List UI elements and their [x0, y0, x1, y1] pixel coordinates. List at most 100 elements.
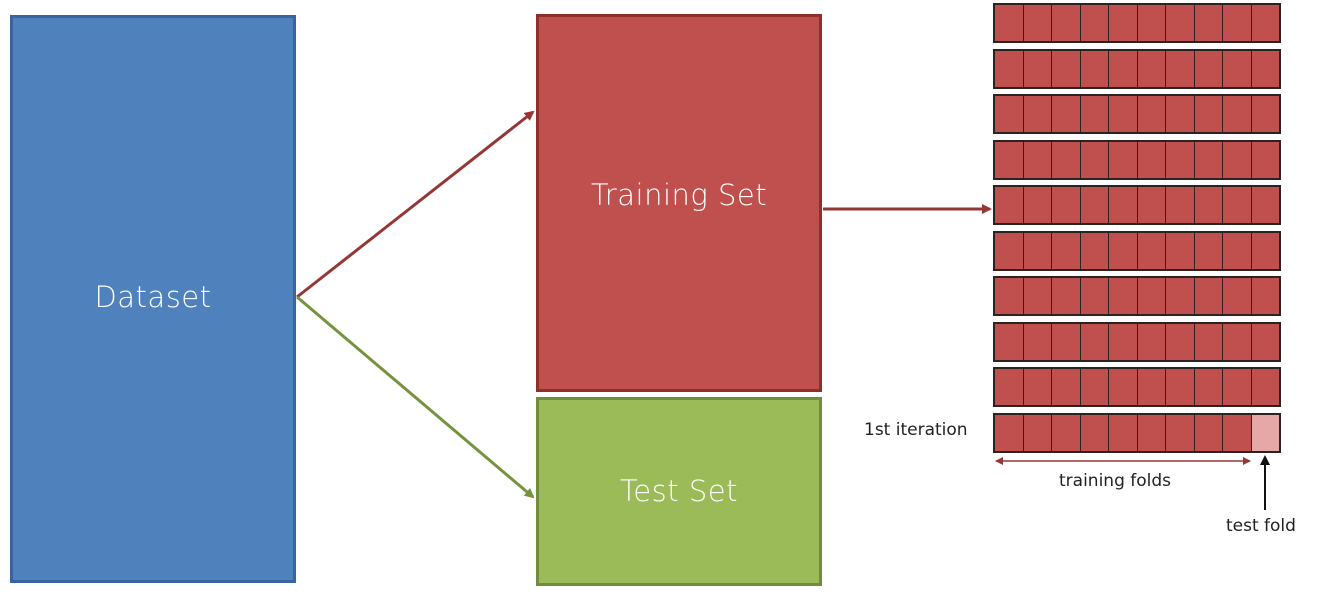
fold-cell — [1080, 187, 1109, 223]
training-set-box: Training Set — [536, 14, 822, 392]
fold-cell — [1052, 5, 1081, 41]
fold-cell — [1166, 323, 1195, 360]
fold-row-8 — [993, 321, 1281, 362]
fold-cell — [995, 96, 1024, 132]
fold-cell — [995, 50, 1024, 87]
fold-cell — [1166, 96, 1195, 132]
fold-cell — [1080, 96, 1109, 132]
fold-cell — [1194, 414, 1223, 451]
fold-cell — [1080, 278, 1109, 314]
fold-cell — [1080, 232, 1109, 269]
fold-cell — [1080, 369, 1109, 405]
fold-cell — [1052, 187, 1081, 223]
fold-cell — [1223, 96, 1252, 132]
fold-cell — [1109, 5, 1138, 41]
fold-cell — [1109, 96, 1138, 132]
test-set-box: Test Set — [536, 397, 822, 586]
fold-cell — [1194, 96, 1223, 132]
fold-cell — [1052, 96, 1081, 132]
fold-cell — [1137, 414, 1166, 451]
fold-cell — [995, 278, 1024, 314]
fold-cell — [1023, 141, 1052, 178]
test-set-label: Test Set — [620, 473, 738, 508]
fold-cell — [1052, 232, 1081, 269]
fold-cell — [1194, 278, 1223, 314]
fold-row-5 — [993, 185, 1281, 225]
fold-cell — [1223, 278, 1252, 314]
fold-cell — [1223, 369, 1252, 405]
fold-cell — [1052, 414, 1081, 451]
fold-row-10 — [993, 412, 1281, 453]
fold-row-1 — [993, 3, 1281, 43]
fold-cell — [1223, 141, 1252, 178]
fold-cell — [1023, 278, 1052, 314]
fold-cell — [1052, 323, 1081, 360]
fold-cell — [1109, 414, 1138, 451]
fold-cell — [1194, 369, 1223, 405]
fold-cell — [1251, 278, 1279, 314]
fold-cell — [1251, 323, 1279, 360]
fold-cell — [1137, 141, 1166, 178]
first-iteration-label: 1st iteration — [864, 420, 968, 440]
fold-cell — [1137, 50, 1166, 87]
fold-cell — [1194, 323, 1223, 360]
fold-cell — [1023, 5, 1052, 41]
fold-cell — [1023, 187, 1052, 223]
fold-cell — [1080, 5, 1109, 41]
fold-cell — [1166, 50, 1195, 87]
fold-cell — [1251, 96, 1279, 132]
fold-row-2 — [993, 48, 1281, 89]
fold-cell — [1223, 323, 1252, 360]
fold-cell — [1137, 187, 1166, 223]
arrow-dataset-to-test — [296, 295, 535, 499]
fold-cell — [1052, 50, 1081, 87]
fold-cell — [1166, 141, 1195, 178]
fold-cell — [995, 187, 1024, 223]
fold-cell — [1194, 5, 1223, 41]
fold-cell — [1052, 369, 1081, 405]
fold-cell — [995, 232, 1024, 269]
fold-cell — [995, 5, 1024, 41]
fold-cell — [1109, 141, 1138, 178]
fold-cell — [1251, 141, 1279, 178]
fold-cell — [1223, 5, 1252, 41]
fold-cell — [1137, 323, 1166, 360]
fold-cell — [1223, 414, 1252, 451]
fold-row-4 — [993, 139, 1281, 180]
fold-cell — [1137, 369, 1166, 405]
cross-validation-folds-grid — [993, 3, 1281, 453]
fold-cell — [995, 141, 1024, 178]
fold-cell — [1080, 50, 1109, 87]
fold-cell — [1166, 369, 1195, 405]
training-set-label: Training Set — [590, 178, 768, 212]
fold-cell — [1109, 50, 1138, 87]
arrow-dataset-to-training — [296, 110, 535, 299]
dataset-box: Dataset — [10, 15, 296, 583]
fold-cell — [1023, 414, 1052, 451]
fold-cell — [1109, 323, 1138, 360]
fold-cell — [1166, 232, 1195, 269]
fold-cell — [1137, 5, 1166, 41]
fold-cell — [1194, 50, 1223, 87]
fold-row-6 — [993, 230, 1281, 271]
fold-cell — [1080, 323, 1109, 360]
fold-cell — [1166, 187, 1195, 223]
fold-cell — [1137, 96, 1166, 132]
fold-cell — [1194, 141, 1223, 178]
fold-cell — [1166, 5, 1195, 41]
training-folds-label: training folds — [1059, 471, 1172, 491]
fold-cell — [1109, 369, 1138, 405]
fold-cell — [1194, 187, 1223, 223]
fold-row-9 — [993, 367, 1281, 407]
fold-cell — [1023, 50, 1052, 87]
fold-cell — [1080, 414, 1109, 451]
fold-cell — [1194, 232, 1223, 269]
fold-cell — [1137, 278, 1166, 314]
fold-cell — [1080, 141, 1109, 178]
dataset-label: Dataset — [94, 280, 212, 314]
fold-cell — [1109, 232, 1138, 269]
test-fold-cell — [1251, 414, 1279, 451]
fold-cell — [1137, 232, 1166, 269]
fold-cell — [1109, 187, 1138, 223]
fold-cell — [1251, 5, 1279, 41]
